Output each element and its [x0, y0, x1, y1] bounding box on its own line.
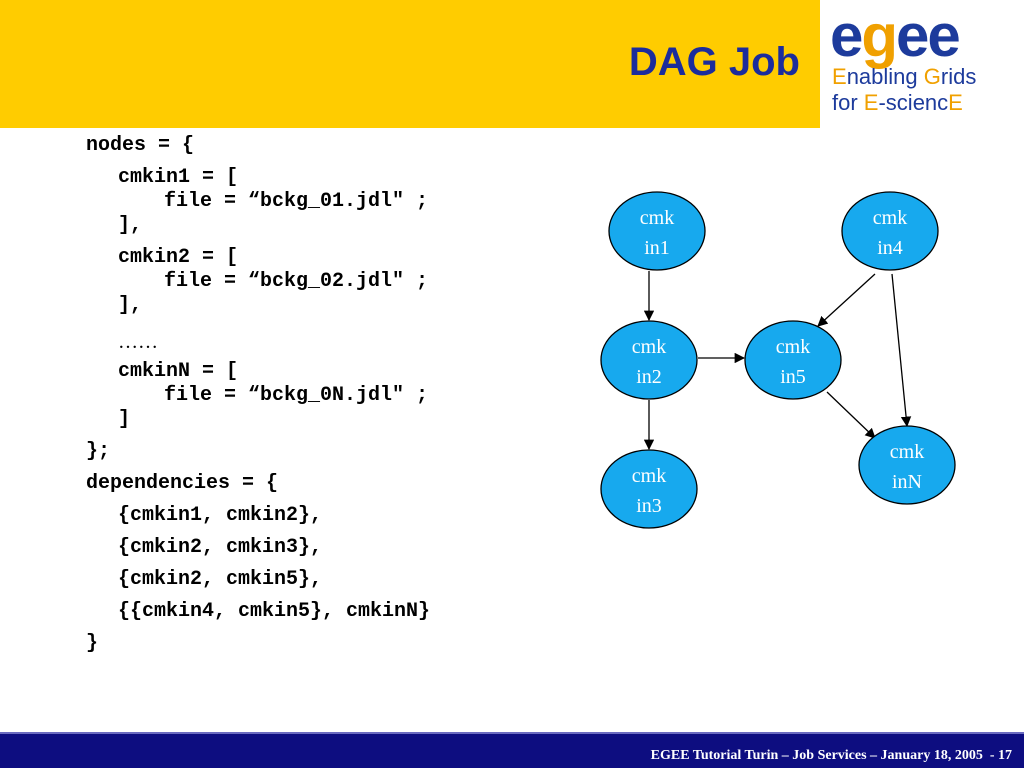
code-line: cmkin1 = [: [118, 166, 239, 189]
code-line: file = “bckg_0N.jdl" ;: [164, 384, 429, 407]
code-ellipsis: ……: [118, 331, 158, 353]
node-ellipse: [841, 191, 939, 271]
code-line: {cmkin2, cmkin5},: [118, 568, 323, 591]
code-line: nodes = {: [86, 134, 195, 157]
logo-text: G: [923, 64, 941, 89]
code-line: {{cmkin4, cmkin5}, cmkinN}: [118, 600, 431, 623]
code-line: {cmkin2, cmkin3},: [118, 536, 323, 559]
node-label: cmk: [873, 207, 907, 229]
node-cmkinN: cmk inN: [858, 425, 956, 505]
logo-text: for: [832, 90, 864, 115]
dag-edges: [643, 271, 912, 451]
node-label: in3: [636, 495, 662, 517]
logo-tagline-1: Enabling Grids: [832, 64, 976, 90]
node-label: cmk: [640, 207, 674, 229]
code-line: }: [86, 632, 99, 655]
logo-letter: g: [861, 2, 898, 69]
logo-tagline-2: for E-sciencE: [832, 90, 963, 116]
code-line: cmkinN = [: [118, 360, 239, 383]
node-cmkin5: cmk in5: [744, 320, 842, 400]
code-line: file = “bckg_02.jdl" ;: [164, 270, 429, 293]
node-cmkin3: cmk in3: [600, 449, 698, 529]
node-ellipse: [600, 449, 698, 529]
node-label: cmk: [632, 336, 666, 358]
footer-text: EGEE Tutorial Turin – Job Services – Jan…: [650, 748, 1012, 763]
edge-cmkin4-to-cmkinN: [891, 273, 912, 428]
node-label: cmk: [776, 336, 810, 358]
header-band: [0, 0, 820, 128]
logo-letter: e: [927, 2, 960, 69]
node-label: in5: [780, 366, 806, 388]
node-label: cmk: [890, 441, 924, 463]
logo-letter: e: [830, 2, 863, 69]
code-line: ],: [118, 294, 143, 317]
node-cmkin4: cmk in4: [841, 191, 939, 271]
logo-text: rids: [940, 64, 977, 89]
edge-cmkin5-to-cmkinN: [826, 391, 876, 439]
slide-title: DAG Job: [628, 40, 800, 84]
egee-wordmark: egee: [830, 6, 961, 66]
node-label: in4: [877, 237, 903, 259]
node-ellipse: [608, 191, 706, 271]
code-line: };: [86, 440, 111, 463]
logo-text: E: [832, 64, 847, 89]
node-label: cmk: [632, 465, 666, 487]
logo-text: E: [863, 90, 879, 115]
code-line: ]: [118, 408, 131, 431]
footer-bar: EGEE Tutorial Turin – Job Services – Jan…: [0, 732, 1024, 768]
code-line: {cmkin1, cmkin2},: [118, 504, 323, 527]
logo-text: nabling: [846, 64, 924, 89]
node-ellipse: [600, 320, 698, 400]
logo-text: E: [948, 90, 963, 115]
code-line: cmkin2 = [: [118, 246, 239, 269]
dag-nodes: cmk in1 cmk in4 cmk in2 cmk in5 cmk inN cmk in3: [600, 191, 956, 529]
node-ellipse: [858, 425, 956, 505]
code-line: ],: [118, 214, 143, 237]
node-label: inN: [892, 471, 922, 493]
logo-letter: e: [896, 2, 929, 69]
egee-logo: egee Enabling Grids for E-sciencE: [826, 6, 1018, 124]
node-label: in1: [644, 237, 670, 259]
node-cmkin2: cmk in2: [600, 320, 698, 400]
node-cmkin1: cmk in1: [608, 191, 706, 271]
edge-cmkin4-to-cmkin5: [817, 273, 876, 327]
code-line: dependencies = {: [86, 472, 279, 495]
code-line: file = “bckg_01.jdl" ;: [164, 190, 429, 213]
node-ellipse: [744, 320, 842, 400]
logo-text: -scienc: [878, 90, 949, 115]
node-label: in2: [636, 366, 662, 388]
